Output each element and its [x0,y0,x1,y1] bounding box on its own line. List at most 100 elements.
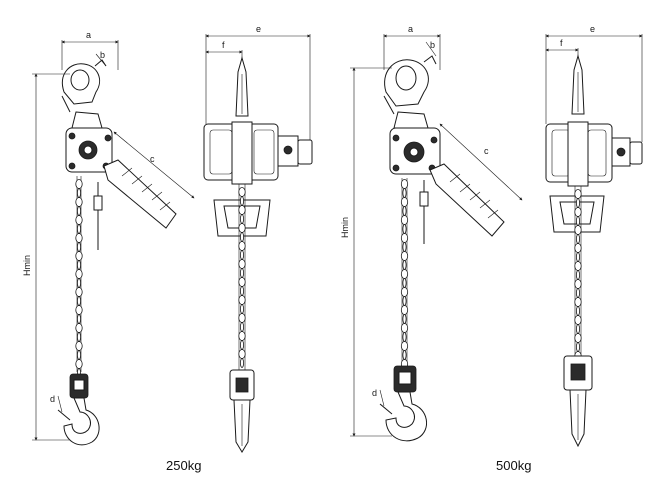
chain-link [77,242,82,252]
chain-link [574,279,582,289]
chain-link [239,358,244,368]
front-view-500kg [545,54,643,448]
chain-link [238,349,246,359]
chain-link [239,196,244,206]
chain-link [238,187,246,197]
chain-link [402,332,407,342]
chain-link [238,241,246,251]
chain-link [400,233,409,243]
chain-link [576,288,581,298]
chain-link [75,251,83,261]
chain-link [238,277,246,287]
chain-link [238,205,246,215]
chain-link [77,206,82,216]
chain-link [576,216,581,226]
chain-link [239,304,244,314]
caption-250kg: 250kg [166,458,201,473]
side-chain-250kg [75,176,83,378]
chain-link [238,223,246,233]
dim-b-500kg: b [430,40,435,50]
figure-500kg: a b c d Hmin e f 500kg [340,24,643,473]
chain-link [576,270,581,280]
chain-link [77,314,82,324]
dim-e-500kg: e [590,24,595,34]
dim-a-500kg: a [408,24,413,34]
chain-link [400,215,409,225]
chain-link [239,286,244,296]
chain-link [574,297,582,307]
chain-link [576,234,581,244]
dim-f-500kg: f [560,38,563,48]
dim-a-250kg: a [86,30,91,40]
chain-link [75,215,83,225]
chain-link [574,225,582,235]
chain-link [402,314,407,324]
chain-link [400,197,409,207]
chain-link [75,323,83,333]
dim-d-250kg: d [50,394,55,404]
front-chain-500kg [574,186,582,361]
chain-link [238,259,246,269]
chain-link [238,295,246,305]
chain-link [75,233,83,243]
chain-link [75,179,83,189]
chain-link [574,207,582,217]
chain-link [77,188,82,198]
chain-link [239,250,244,260]
chain-link [400,179,409,189]
chain-link [400,287,409,297]
dim-b-250kg: b [100,50,105,60]
front-view-250kg [203,56,313,453]
chain-link [574,315,582,325]
chain-link [239,214,244,224]
chain-link [77,260,82,270]
chain-link [576,252,581,262]
chain-link [77,278,82,288]
chain-link [239,232,244,242]
chain-link [402,260,407,270]
chain-link [75,341,83,351]
chain-link [77,332,82,342]
chain-link [402,350,407,360]
chain-link [574,333,582,343]
chain-link [77,224,82,234]
chain-link [402,224,407,234]
dim-d-500kg: d [372,388,377,398]
chain-link [77,296,82,306]
dimensions-250kg: a b c d Hmin e f [22,24,311,441]
caption-500kg: 500kg [496,458,531,473]
chain-link [239,268,244,278]
chain-link [402,206,407,216]
chain-link [75,197,83,207]
chain-link [576,306,581,316]
chain-link [238,313,246,323]
chain-link [402,296,407,306]
dim-c-500kg: c [484,146,489,156]
chain-link [400,305,409,315]
dim-hmin-500kg: Hmin [340,217,350,238]
side-view-500kg [379,55,505,442]
dim-f-250kg: f [222,40,225,50]
chain-link [75,287,83,297]
chain-link [400,269,409,279]
chain-link [574,189,582,199]
chain-link [402,188,407,198]
chain-link [400,251,409,261]
dim-e-250kg: e [256,24,261,34]
chain-link [576,342,581,352]
chain-link [75,269,83,279]
figure-250kg: a b c d Hmin e f 250kg [22,24,313,473]
chain-link [576,198,581,208]
chain-link [239,340,244,350]
chain-link [402,242,407,252]
chain-link [576,324,581,334]
dimensions-500kg: a b c d Hmin e f [340,24,643,437]
chain-link [238,331,246,341]
side-chain-500kg [400,178,409,369]
chain-link [239,322,244,332]
chain-link [400,323,409,333]
chain-link [574,261,582,271]
dim-hmin-250kg: Hmin [22,255,32,276]
